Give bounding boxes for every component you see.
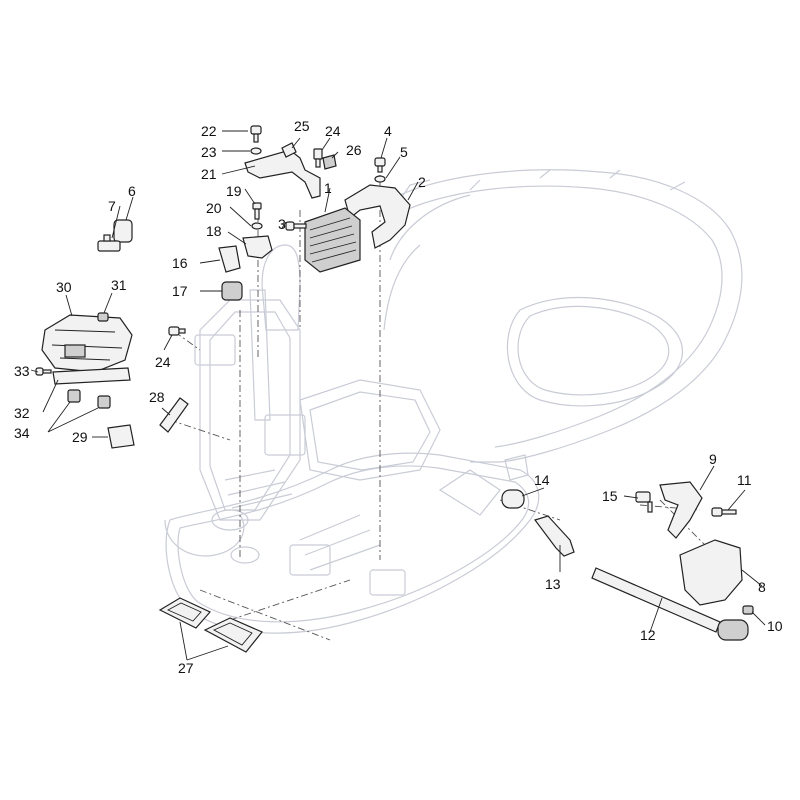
callout-13: 13: [545, 576, 561, 592]
callout-21: 21: [201, 166, 217, 182]
part-4-screw: [374, 157, 386, 173]
part-2-bracket: [344, 184, 411, 249]
callout-26: 26: [346, 142, 362, 158]
callout-17: 17: [172, 283, 188, 299]
callout-33: 33: [14, 363, 30, 379]
callout-12: 12: [640, 627, 656, 643]
assembly-lines: [169, 165, 721, 641]
callout-labels: 22 23 21 25 24 26 4 5 2 1 3 19 20 18 16 …: [14, 118, 783, 676]
part-6-component: [113, 219, 133, 243]
callout-9: 9: [709, 451, 717, 467]
part-28-plate: [159, 397, 189, 433]
part-7-connector: [97, 234, 121, 252]
part-12-rod: [591, 567, 749, 641]
part-30-control-unit: [41, 314, 133, 373]
part-24-connector: [313, 148, 323, 168]
callout-6: 6: [128, 183, 136, 199]
callout-10: 10: [767, 618, 783, 634]
scooter-frame-outline: [164, 169, 743, 634]
callout-28: 28: [149, 389, 165, 405]
part-29-bracket: [107, 424, 135, 449]
part-11-bolt: [711, 507, 737, 517]
part-33-screw: [35, 367, 52, 376]
part-9-bracket: [659, 481, 703, 539]
part-25-clip: [281, 142, 297, 158]
callout-8: 8: [758, 579, 766, 595]
callout-34: 34: [14, 425, 30, 441]
part-31-nut: [97, 312, 109, 322]
callout-1: 1: [324, 180, 332, 196]
callout-5: 5: [400, 144, 408, 160]
callout-31: 31: [111, 277, 127, 293]
callout-24-top: 24: [325, 123, 341, 139]
part-17-relay: [221, 281, 243, 301]
part-13-pivot: [534, 515, 575, 557]
part-27-gasket-a: [158, 597, 211, 629]
part-5-washer: [374, 175, 386, 183]
part-15-sensor: [635, 491, 653, 513]
callout-32: 32: [14, 405, 30, 421]
part-24-connector-left: [168, 326, 186, 336]
part-26-clip: [322, 154, 337, 170]
callout-22: 22: [201, 123, 217, 139]
callout-23: 23: [201, 144, 217, 160]
part-20-washer: [251, 222, 263, 230]
part-10-nut: [742, 605, 754, 615]
callout-29: 29: [72, 429, 88, 445]
part-34-pad-b: [97, 395, 111, 409]
part-34-pad-a: [67, 389, 81, 403]
callout-30: 30: [56, 279, 72, 295]
part-27-gasket-b: [203, 617, 263, 653]
part-22-screw: [250, 125, 262, 143]
callout-16: 16: [172, 255, 188, 271]
callout-15: 15: [602, 488, 618, 504]
callout-2: 2: [418, 174, 426, 190]
callout-25: 25: [294, 118, 310, 134]
callout-11: 11: [737, 472, 752, 488]
callout-18: 18: [206, 223, 222, 239]
callout-19: 19: [226, 183, 242, 199]
callout-7: 7: [108, 198, 116, 214]
callout-3: 3: [278, 216, 286, 232]
part-23-washer: [250, 147, 262, 155]
callout-27: 27: [178, 660, 194, 676]
part-1-regulator: [304, 207, 361, 273]
part-8-housing: [679, 539, 743, 606]
callout-4: 4: [384, 123, 392, 139]
part-19-screw: [252, 202, 262, 220]
part-3-screw: [285, 221, 307, 231]
part-32-bracket: [52, 367, 131, 385]
part-21-bracket: [244, 149, 321, 199]
leader-lines: [30, 130, 766, 661]
callout-20: 20: [206, 200, 222, 216]
part-14-bushing: [501, 489, 525, 509]
part-18-clamp: [242, 235, 273, 259]
callout-14: 14: [534, 472, 550, 488]
part-16-relay: [218, 245, 241, 273]
callout-24-left: 24: [155, 354, 171, 370]
